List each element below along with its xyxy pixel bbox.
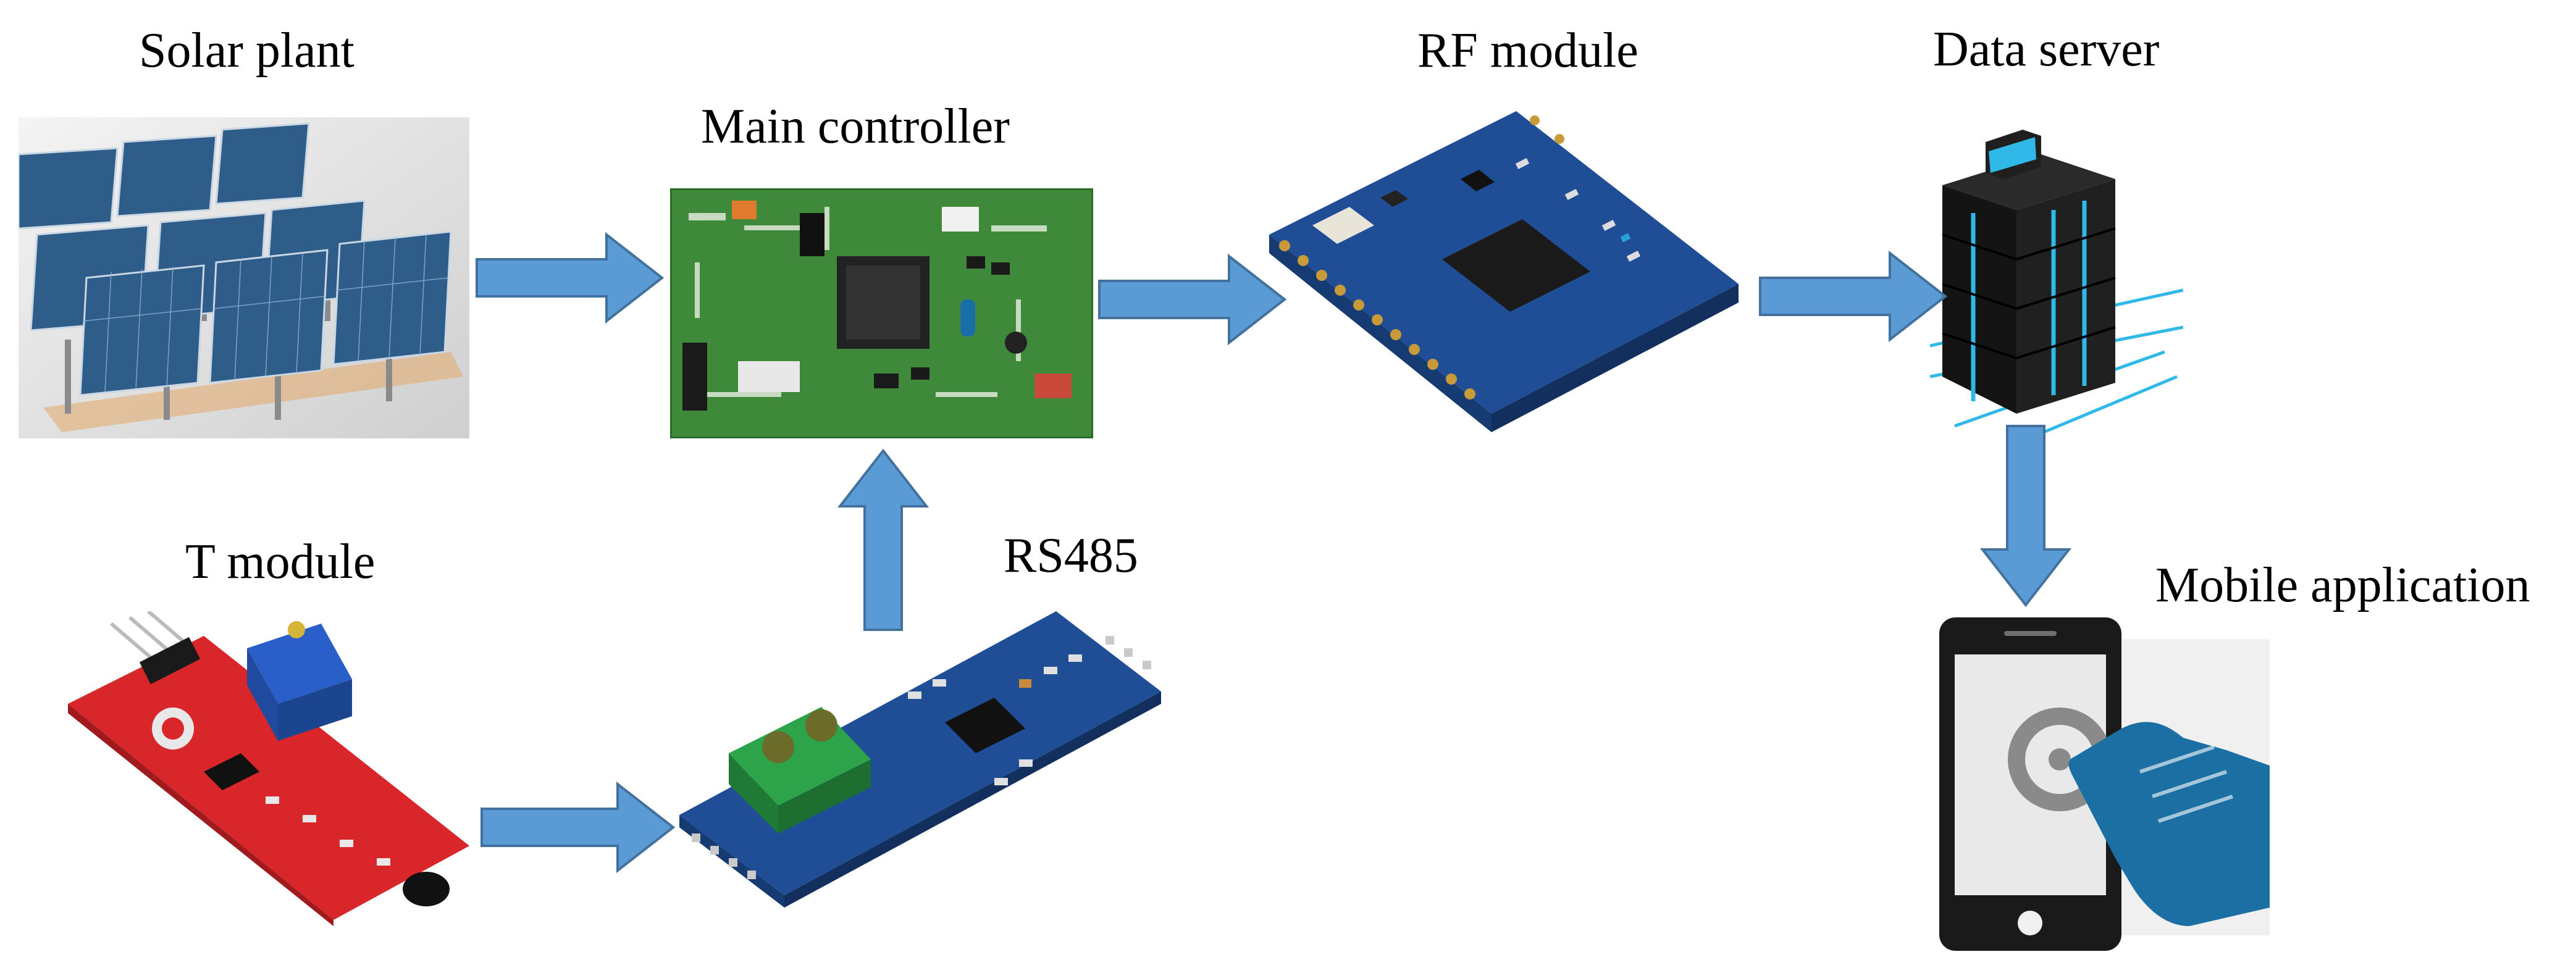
smartphone-touch-icon bbox=[1939, 617, 2270, 951]
label-mobile-application: Mobile application bbox=[2155, 558, 2530, 612]
arrow-tmodule-to-rs485 bbox=[480, 781, 676, 874]
label-rs485: RS485 bbox=[1004, 528, 1138, 583]
solar-plant-image bbox=[19, 117, 469, 438]
mobile-application-image bbox=[1936, 611, 2270, 957]
label-data-server: Data server bbox=[1933, 22, 2160, 77]
main-controller-board-image bbox=[670, 188, 1093, 438]
arrow-solar-to-controller bbox=[476, 232, 665, 324]
arrow-server-to-mobile bbox=[1979, 425, 2072, 608]
t-module-image bbox=[62, 611, 482, 926]
rf-chip-icon bbox=[1269, 111, 1739, 432]
server-icon bbox=[1930, 130, 2183, 438]
rs485-module-image bbox=[673, 599, 1167, 938]
rs485-board-icon bbox=[679, 611, 1161, 908]
label-rf-module: RF module bbox=[1417, 23, 1638, 78]
arrow-controller-to-rf bbox=[1098, 253, 1287, 346]
arrow-rs485-to-controller bbox=[837, 448, 929, 631]
circuit-board-icon bbox=[670, 188, 1093, 438]
label-t-module: T module bbox=[185, 535, 375, 589]
label-solar-plant: Solar plant bbox=[139, 23, 355, 78]
temperature-sensor-icon bbox=[68, 611, 469, 926]
arrow-rf-to-server bbox=[1759, 250, 1948, 343]
data-server-image bbox=[1930, 105, 2183, 438]
label-main-controller: Main controller bbox=[701, 99, 1010, 154]
solar-panels-icon bbox=[19, 117, 469, 438]
rf-module-image bbox=[1257, 105, 1751, 438]
